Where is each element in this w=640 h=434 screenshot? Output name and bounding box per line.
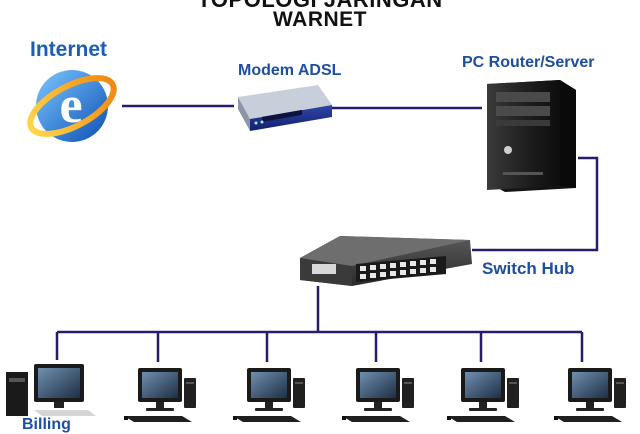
diagram-title-line2: WARNET [273,8,367,31]
link-router-switch [472,156,599,252]
switch-label: Switch Hub [482,259,575,278]
client-workstation-2 [233,368,305,422]
modem-label: Modem ADSL [238,62,342,79]
diagram-title-line1: TOPOLOGI JARINGAN [0,0,640,13]
internet-label: Internet [30,38,108,61]
svg-text:e: e [59,77,82,134]
client-workstation-3 [342,368,414,422]
client-workstation-4 [447,368,519,422]
client-workstation-1 [124,368,196,422]
router-label: PC Router/Server [462,54,595,71]
adsl-modem-icon [238,85,332,131]
server-tower-icon [487,80,576,192]
billing-label: Billing [22,416,71,433]
billing-computer-icon [6,364,96,416]
client-workstation-5 [554,368,626,422]
internet-explorer-icon: e [27,70,117,142]
connection-lines [55,104,599,362]
switch-hub-icon [300,236,472,286]
